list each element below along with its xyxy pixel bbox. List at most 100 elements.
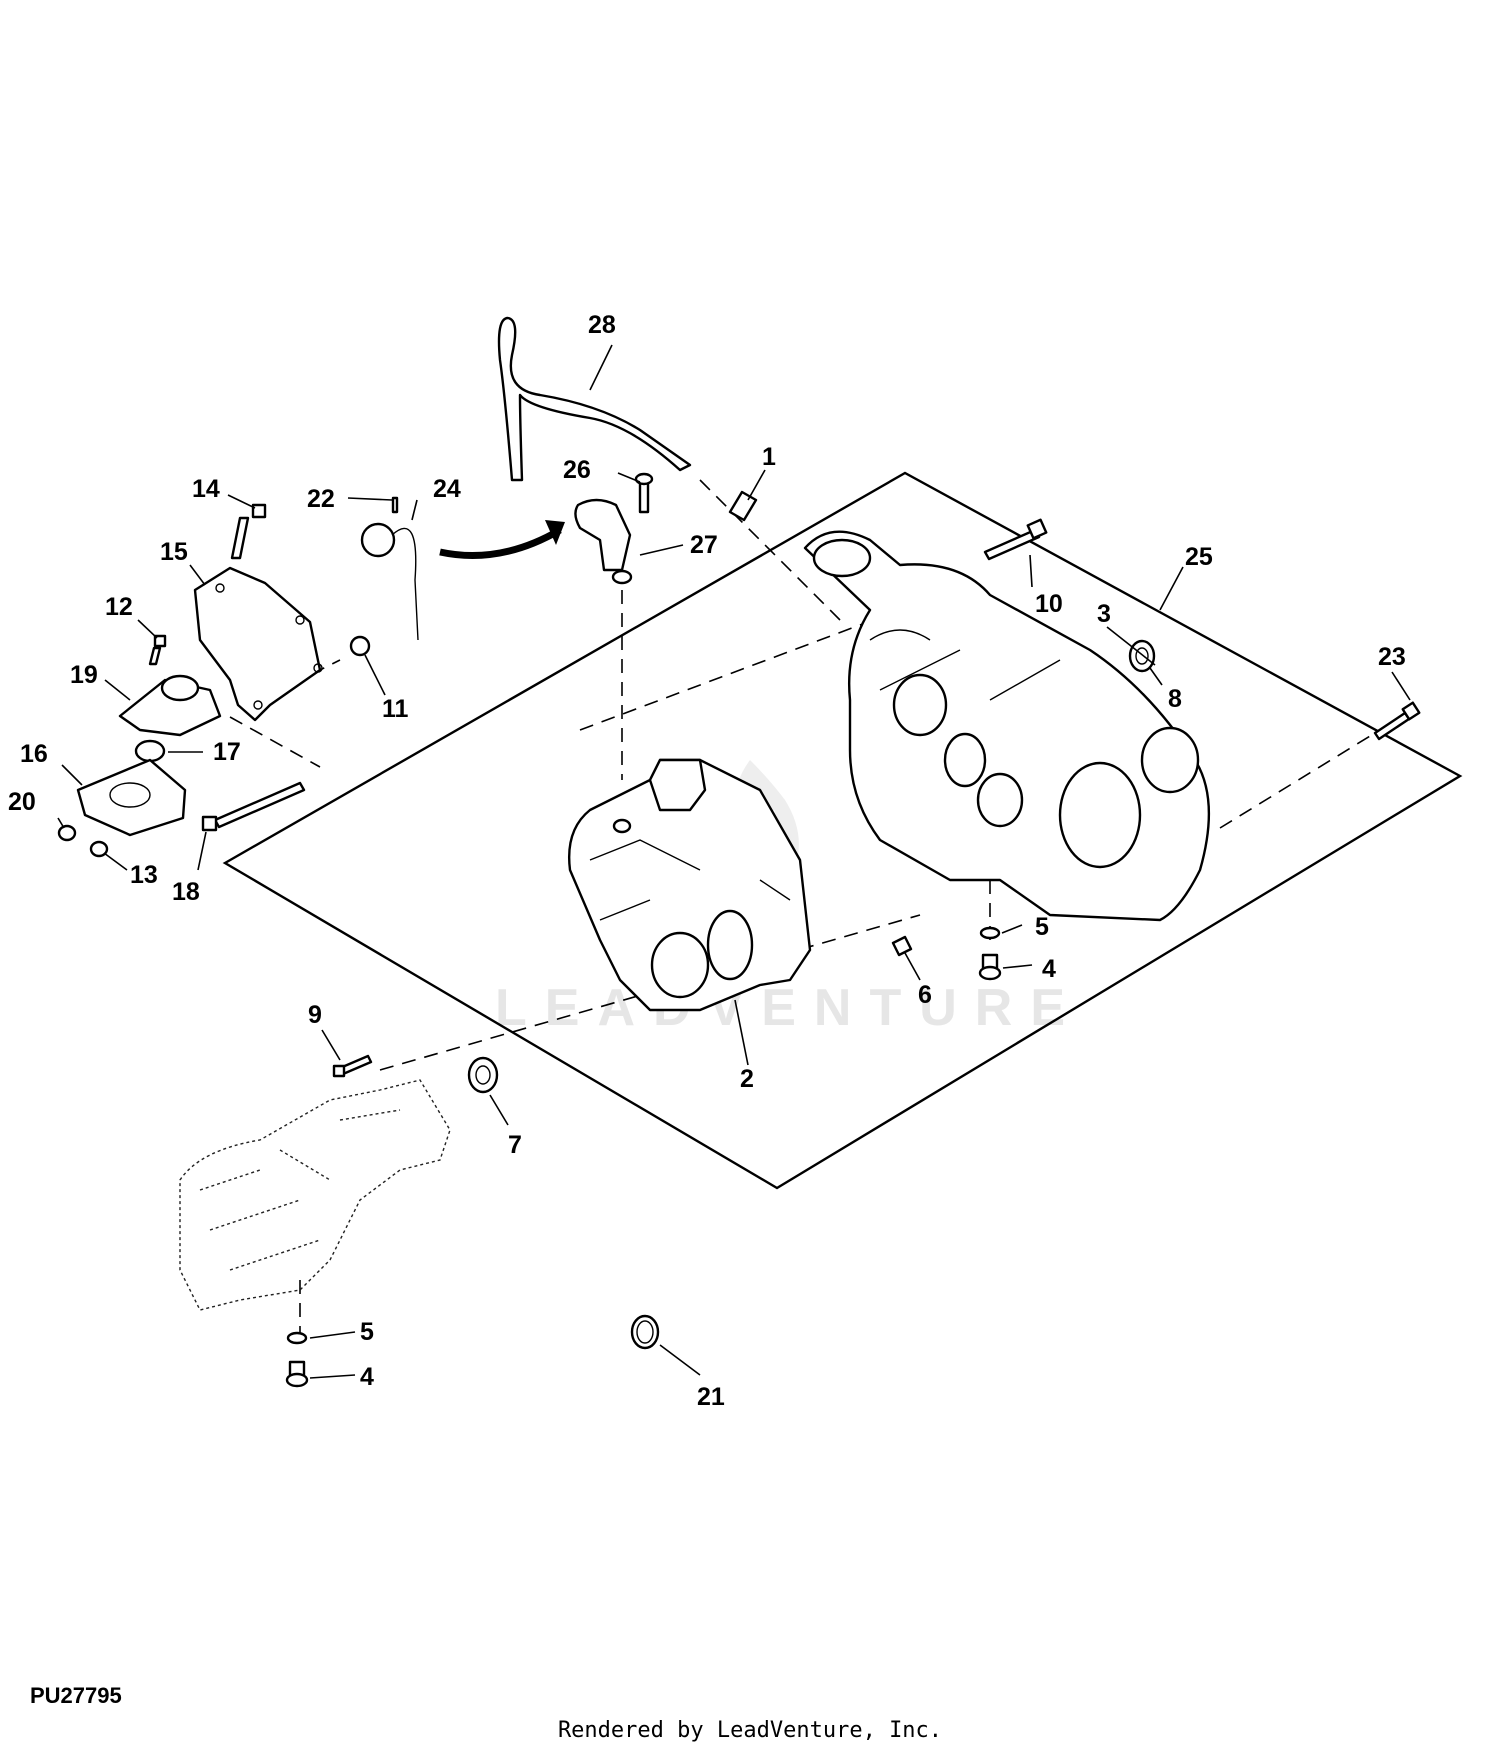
leader-22: [347, 497, 393, 501]
leader-2: [734, 999, 749, 1066]
nut-20: [57, 824, 77, 842]
leader-18: [197, 831, 207, 871]
bolt-head-14: [251, 503, 267, 519]
gear-case-port: [612, 818, 632, 834]
screw-head-12: [153, 634, 167, 648]
housing-25: [803, 530, 1211, 922]
callout-1: 1: [762, 443, 776, 471]
callout-24: 24: [433, 475, 461, 503]
callout-12: 12: [105, 593, 133, 621]
callout-19: 19: [70, 661, 98, 689]
bracket-hole-d: [313, 663, 323, 673]
leader-23: [1391, 671, 1411, 701]
housing-bore-a: [892, 673, 948, 737]
gear-case-boss: [648, 758, 707, 812]
callout-4-lower: 4: [360, 1363, 374, 1391]
callout-8: 8: [1168, 685, 1182, 713]
o-ring-21: [630, 1314, 660, 1350]
seal-8-inner: [1135, 647, 1149, 665]
housing-bore-c: [976, 772, 1024, 828]
breather-elbow-27: [574, 498, 632, 572]
screw-head-26: [634, 472, 654, 486]
callout-9: 9: [308, 1001, 322, 1029]
leader-24: [411, 499, 418, 521]
washer-5-upper: [979, 926, 1001, 940]
bracket-hole-c: [253, 700, 263, 710]
screw-12: [148, 646, 162, 666]
leader-4-lower: [309, 1374, 356, 1379]
callout-7: 7: [508, 1131, 522, 1159]
leader-13: [103, 852, 128, 871]
bracket-hole-b: [295, 615, 305, 625]
callout-4-upper: 4: [1042, 955, 1056, 983]
callout-25: 25: [1185, 543, 1213, 571]
callout-14: 14: [192, 475, 220, 503]
callout-3: 3: [1097, 600, 1111, 628]
isolator-17: [134, 739, 166, 763]
seal-8: [1128, 639, 1156, 673]
bolt-18: [213, 781, 306, 829]
bracket-15: [193, 566, 322, 722]
bolt-head-23: [1401, 701, 1421, 721]
callout-27: 27: [690, 531, 718, 559]
leader-28: [589, 344, 613, 391]
connector-1: [728, 490, 758, 522]
assembly-frame: [222, 471, 1463, 1190]
bolt-23: [1373, 711, 1411, 741]
centerline-bolt-23: [1219, 732, 1376, 829]
leader-26: [617, 472, 641, 483]
leader-27: [639, 544, 684, 556]
gear-case-ribs: [589, 839, 791, 921]
bolt-head-10: [1026, 518, 1048, 540]
callout-26: 26: [563, 456, 591, 484]
leader-3: [1106, 626, 1156, 666]
leader-9: [321, 1029, 341, 1061]
callout-28: 28: [588, 311, 616, 339]
leader-25: [1159, 566, 1184, 611]
dowel-6: [891, 935, 913, 957]
nut-13: [89, 840, 109, 858]
leader-8: [1149, 667, 1163, 686]
bolt-head-9: [332, 1064, 346, 1078]
seal-7: [467, 1056, 499, 1094]
callout-13: 13: [130, 861, 158, 889]
callout-5-lower: 5: [360, 1318, 374, 1346]
mount-boss-19: [160, 674, 200, 702]
bolt-14: [230, 516, 250, 560]
housing-bore-d: [1140, 726, 1200, 794]
gear-case-bore: [650, 931, 710, 999]
drain-plug-head-4-upper: [978, 965, 1002, 981]
leader-6: [904, 952, 921, 981]
callout-23: 23: [1378, 643, 1406, 671]
watermark-text: LEADVENTURE: [495, 979, 1083, 1037]
bolt-head-18: [201, 815, 218, 832]
arrow-head-icon: [545, 520, 565, 545]
render-credit: Rendered by LeadVenture, Inc.: [557, 1718, 943, 1743]
centerline-tube: [699, 479, 841, 621]
callout-22: 22: [307, 485, 335, 513]
leader-5-lower: [309, 1331, 356, 1339]
centerline-mount: [229, 716, 321, 768]
leader-20: [57, 817, 65, 829]
dipstick-24: [391, 527, 419, 641]
screw-26: [638, 480, 650, 514]
leader-14: [227, 494, 256, 509]
callout-16: 16: [20, 740, 48, 768]
callout-17: 17: [213, 738, 241, 766]
callout-20: 20: [8, 788, 36, 816]
housing-port-25: [812, 538, 872, 578]
callout-6: 6: [918, 981, 932, 1009]
seal-7-inner: [475, 1065, 491, 1085]
housing-bore-b: [943, 732, 987, 788]
housing-bore-main: [1058, 761, 1142, 869]
leader-21: [659, 1344, 701, 1376]
figure-id: PU27795: [30, 1683, 122, 1708]
arrow-shaft-icon: [439, 526, 562, 559]
breather-fitting-27: [611, 569, 633, 585]
screw-22: [391, 496, 399, 514]
centerline-case: [579, 609, 901, 731]
bracket-hole-a: [215, 583, 225, 593]
callout-18: 18: [172, 878, 200, 906]
drain-plug-head-4-lower: [285, 1372, 309, 1388]
